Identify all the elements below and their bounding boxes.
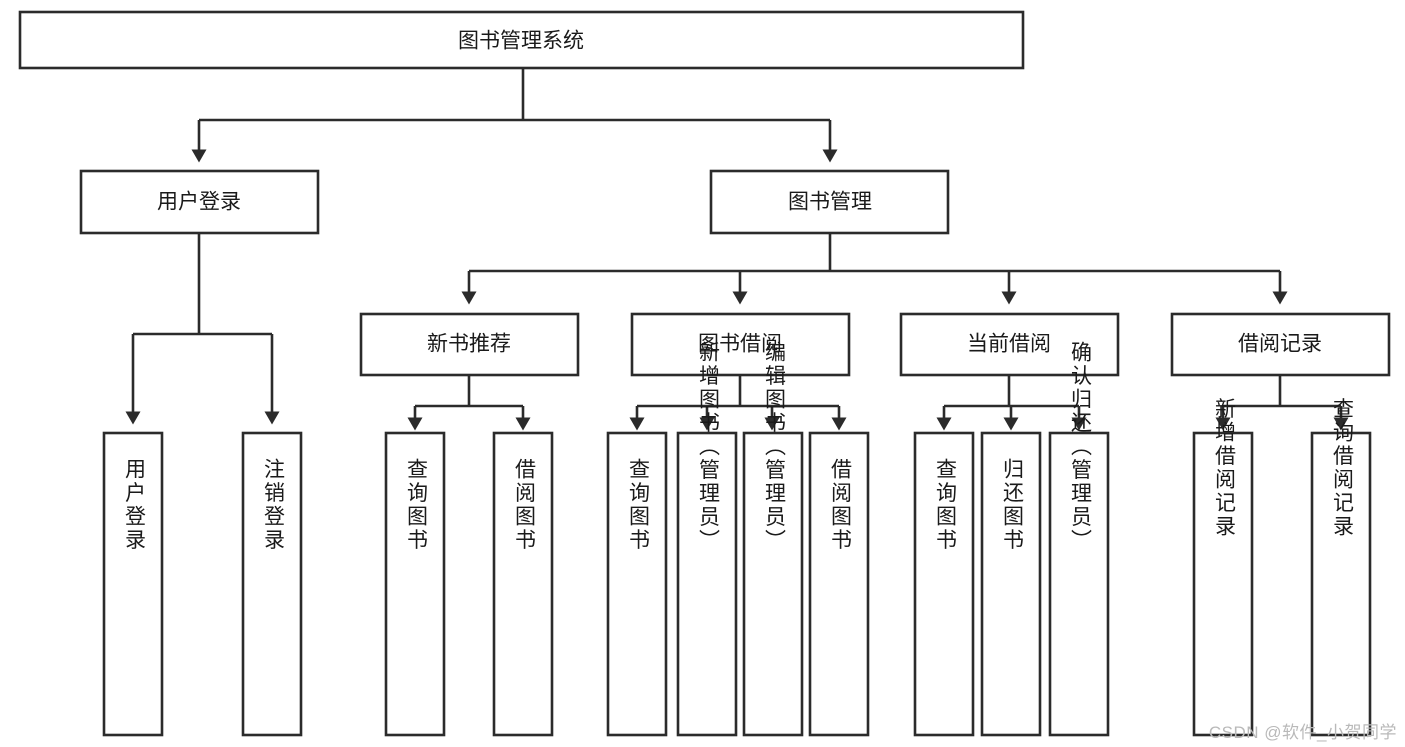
node-book-borrow[interactable]: 图书借阅 [630,312,851,377]
leaf-new-book-2-label: 借阅图书 [512,458,536,552]
leaf-user-login-1-label: 用户登录 [122,458,146,552]
node-new-book-recommend-label: 新书推荐 [427,333,511,356]
node-root-label: 图书管理系统 [458,30,584,53]
leaf-current-borrow-1[interactable]: 查询图书 [913,431,975,737]
leaf-borrow-record-1[interactable]: 新增借阅记录 [1192,398,1254,737]
leaf-book-borrow-4-label: 借阅图书 [828,458,852,552]
node-current-borrow-label: 当前借阅 [967,333,1051,356]
leaf-user-login-1[interactable]: 用户登录 [102,431,164,737]
leaf-current-borrow-2-label: 归还图书 [1000,458,1024,552]
node-book-management[interactable]: 图书管理 [709,169,950,235]
node-user-login-label: 用户登录 [157,191,241,214]
node-current-borrow[interactable]: 当前借阅 [899,312,1120,377]
node-new-book-recommend[interactable]: 新书推荐 [359,312,580,377]
leaf-book-borrow-1[interactable]: 查询图书 [606,431,668,737]
leaf-borrow-record-2[interactable]: 查询借阅记录 [1310,398,1372,737]
leaf-book-borrow-1-label: 查询图书 [626,458,650,552]
leaf-current-borrow-3[interactable]: 确认归还（管理员） [1048,341,1110,737]
leaf-new-book-1[interactable]: 查询图书 [384,431,446,737]
node-root[interactable]: 图书管理系统 [18,10,1025,70]
node-user-login[interactable]: 用户登录 [79,169,320,235]
leaf-book-borrow-4[interactable]: 借阅图书 [808,431,870,737]
node-borrow-record-label: 借阅记录 [1238,333,1322,356]
node-book-management-label: 图书管理 [788,191,872,214]
leaf-borrow-record-1-label: 新增借阅记录 [1212,398,1236,539]
leaf-new-book-2[interactable]: 借阅图书 [492,431,554,737]
leaf-current-borrow-3-label: 确认归还（管理员） [1068,341,1092,553]
leaf-new-book-1-label: 查询图书 [404,458,428,552]
node-borrow-record[interactable]: 借阅记录 [1170,312,1391,377]
node-book-borrow-label: 图书借阅 [698,333,782,356]
connector-layer [125,68,1349,431]
leaf-book-borrow-2-label: 新增图书（管理员） [696,341,720,553]
leaf-borrow-record-2-label: 查询借阅记录 [1330,398,1354,539]
leaf-book-borrow-3[interactable]: 编辑图书（管理员） [742,341,804,737]
leaf-book-borrow-3-label: 编辑图书（管理员） [762,341,786,553]
leaf-user-login-2-label: 注销登录 [261,458,285,552]
leaf-current-borrow-1-label: 查询图书 [933,458,957,552]
leaf-current-borrow-2[interactable]: 归还图书 [980,431,1042,737]
leaf-book-borrow-2[interactable]: 新增图书（管理员） [676,341,738,737]
csdn-watermark: CSDN @软件_小贺同学 [1208,723,1397,742]
leaf-user-login-2[interactable]: 注销登录 [241,431,303,737]
